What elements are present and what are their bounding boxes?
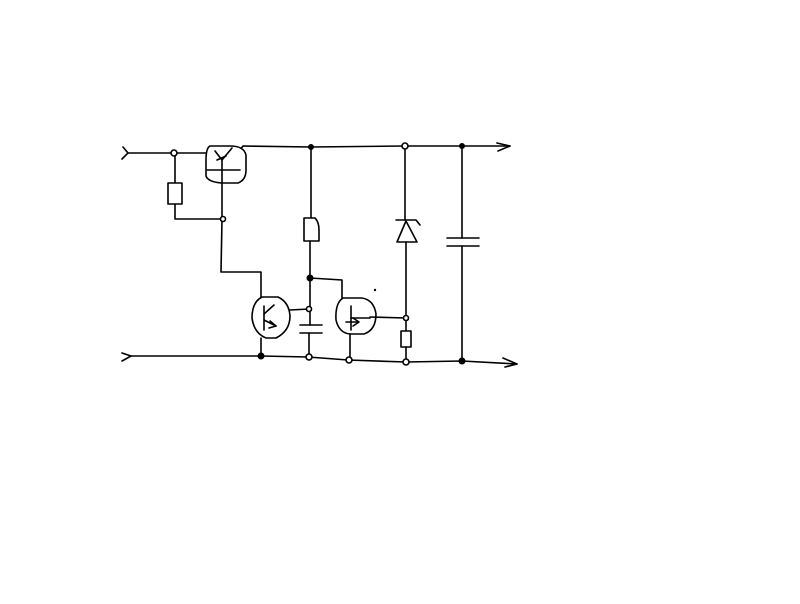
collector-resistor-branch: [303, 146, 320, 279]
zener-diode: [396, 220, 418, 243]
zener-branch: [395, 145, 421, 363]
driver-base-wire: [220, 218, 262, 299]
bias-resistor-branch: [167, 152, 224, 220]
input-terminal-top: [121, 146, 129, 160]
driver-transistor: [251, 296, 310, 357]
bias-resistor: [167, 182, 183, 205]
collector-resistor: [303, 217, 320, 242]
sense-transistor: [335, 297, 407, 361]
timing-capacitor-branch: [299, 277, 343, 358]
output-capacitor-branch: [446, 145, 480, 362]
output-terminal-top: [496, 142, 511, 152]
top-rail-wires: [127, 145, 511, 154]
junction-dots: [170, 142, 466, 366]
input-terminal-bottom: [121, 352, 132, 362]
output-terminal-bottom: [502, 357, 518, 368]
zener-series-resistor: [400, 330, 412, 348]
pass-transistor: [205, 145, 247, 220]
